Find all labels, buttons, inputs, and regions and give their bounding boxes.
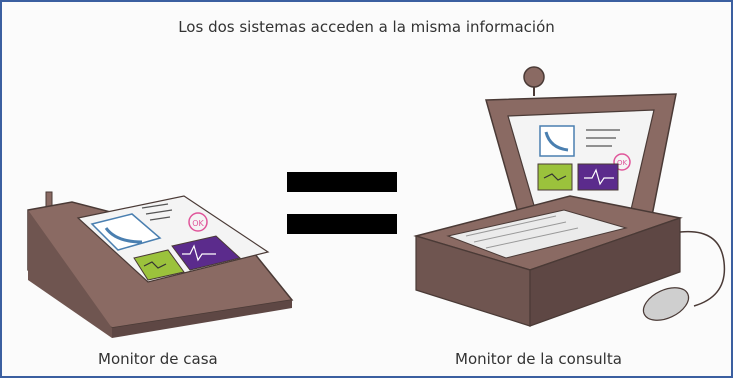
diagram-title: Los dos sistemas acceden a la misma info… [178, 18, 555, 36]
caption-home-monitor: Monitor de casa [98, 350, 218, 368]
clinic-keyboard [446, 209, 628, 259]
caption-clinic-monitor: Monitor de la consulta [455, 350, 622, 368]
home-green-tile [133, 249, 185, 281]
home-ok-badge [188, 212, 208, 232]
home-monitor: OK [27, 191, 294, 338]
clinic-ok-badge-label: OK [617, 159, 628, 167]
equals-sign [287, 172, 397, 234]
home-ok-badge-label: OK [192, 219, 204, 228]
clinic-monitor-knob [523, 66, 545, 88]
clinic-chart-tile [539, 125, 575, 157]
clinic-ok-badge [613, 153, 631, 171]
home-monitor-side [28, 210, 112, 338]
clinic-mouse [642, 287, 690, 321]
home-purple-tile [171, 235, 242, 271]
clinic-monitor: OK [413, 66, 726, 327]
home-chart-tile [90, 213, 162, 251]
